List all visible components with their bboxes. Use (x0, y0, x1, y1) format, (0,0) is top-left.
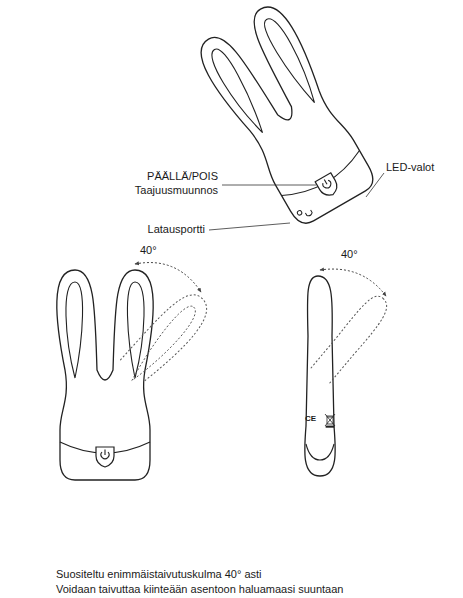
note-text: Voidaan taivuttaa kiinteään asentoon hal… (56, 583, 343, 596)
note-text: Suositeltu enimmäistaivutuskulma 40° ast… (56, 568, 262, 581)
callout-label: Latausportti (148, 223, 205, 236)
callout-label: LED-valot (386, 161, 434, 174)
callout-label: Taajuusmuunnos (135, 184, 218, 197)
callout-label: PÄÄLLÄ/POIS (147, 170, 218, 183)
angle-label: 40° (341, 248, 358, 261)
mark-text: CE (305, 412, 316, 425)
angle-label: 40° (140, 244, 157, 257)
